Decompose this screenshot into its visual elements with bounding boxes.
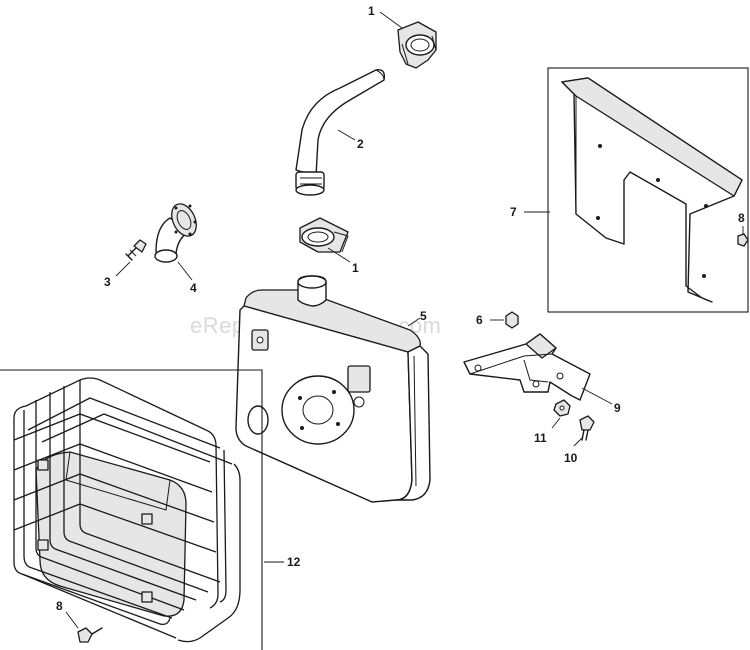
nut-upper	[737, 233, 749, 247]
leader-exhaust-pipe	[337, 129, 356, 141]
clamp-lower	[299, 217, 349, 253]
callout-nut-upper: 8	[738, 211, 745, 225]
exhaust-pipe	[295, 69, 386, 196]
callout-bolt-lower: 8	[56, 599, 63, 613]
callout-spark-guard: 12	[287, 555, 301, 569]
bolt-10	[579, 415, 595, 441]
callout-exhaust-pipe: 2	[357, 137, 364, 151]
leader-muffler	[407, 317, 421, 327]
callout-muffler: 5	[420, 309, 427, 323]
leader-clamp-lower	[327, 247, 351, 263]
screw	[125, 239, 147, 261]
callout-elbow: 4	[190, 281, 197, 295]
spark-guard	[13, 377, 241, 643]
leader-nut-11	[551, 417, 561, 429]
leader-screw	[115, 261, 131, 277]
callout-nut-11: 11	[534, 431, 547, 445]
callout-bracket: 9	[614, 401, 621, 415]
muffler	[235, 275, 431, 503]
leader-bracket	[581, 387, 613, 405]
frame-spark-guard	[0, 369, 263, 650]
callout-clamp-upper: 1	[368, 4, 375, 18]
frame-heat-shield	[547, 67, 749, 313]
callout-bolt-10: 10	[564, 451, 578, 465]
callout-screw: 3	[104, 275, 111, 289]
clamp-upper	[397, 21, 437, 69]
leader-clamp-upper	[379, 11, 403, 29]
callout-clamp-lower: 1	[352, 261, 359, 275]
bracket	[463, 333, 591, 401]
elbow	[154, 203, 197, 263]
heat-shield	[561, 77, 743, 303]
callout-nut-6: 6	[476, 313, 483, 327]
leader-bolt-lower	[65, 611, 79, 629]
nut-6	[505, 311, 519, 329]
bolt-lower	[77, 627, 103, 643]
callout-heat-shield: 7	[510, 205, 517, 219]
leader-bolt-10	[573, 437, 583, 447]
nut-11	[553, 399, 571, 417]
leader-elbow	[177, 261, 193, 281]
